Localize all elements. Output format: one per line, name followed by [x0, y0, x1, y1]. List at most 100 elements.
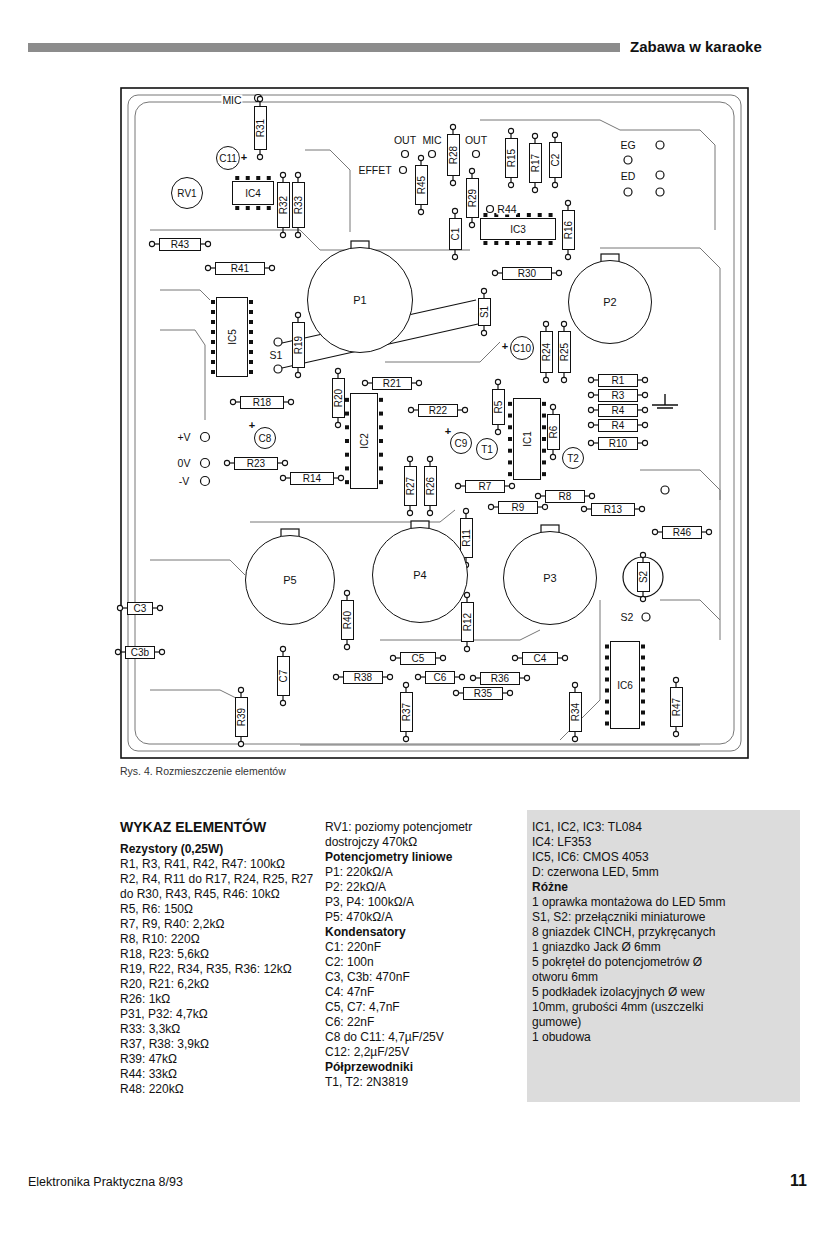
pad	[429, 151, 436, 158]
pad	[640, 552, 645, 557]
label-wrap: R38	[354, 672, 372, 683]
ic-pin	[379, 425, 383, 429]
component-label: R16	[563, 221, 574, 239]
pad	[639, 506, 644, 511]
label-wrap: P5	[283, 574, 296, 586]
pad	[589, 493, 594, 498]
component-label: R24	[541, 343, 552, 361]
component-label: R22	[429, 405, 447, 416]
parts-item: D: czerwona LED, 5mm	[532, 865, 737, 880]
ic-pin	[605, 645, 609, 649]
pad	[673, 677, 678, 682]
component-label: IC3	[510, 224, 526, 235]
component-label: R20	[333, 389, 344, 407]
pad	[440, 655, 445, 660]
ic-pin	[516, 241, 520, 245]
board-label: R44	[496, 204, 517, 215]
pad	[416, 380, 421, 385]
ic-pin	[249, 340, 253, 344]
component-label: R47	[671, 698, 682, 716]
pad	[427, 510, 432, 515]
pad	[661, 486, 669, 494]
label-wrap: R8	[559, 491, 572, 502]
board-label: OUT	[393, 135, 417, 146]
pad	[565, 254, 570, 259]
parts-item: R44: 33kΩ	[120, 1067, 315, 1082]
trace	[385, 342, 500, 362]
pad	[344, 644, 349, 649]
pad	[408, 407, 413, 412]
switch-ring	[623, 557, 663, 597]
pad	[403, 682, 408, 687]
component-label: C9	[455, 438, 468, 449]
component-label: R5	[493, 401, 504, 414]
pad	[512, 655, 517, 660]
label-wrap: S2	[638, 571, 649, 583]
component-box: R4	[598, 419, 638, 432]
pad	[656, 141, 664, 149]
parts-item: R33: 3,3kΩ	[120, 1022, 315, 1037]
component-circle: T1	[476, 438, 498, 460]
pad	[280, 646, 285, 651]
pad	[390, 655, 395, 660]
label-wrap: C10	[513, 343, 531, 354]
component-box: C5	[400, 652, 436, 665]
footer-journal: Elektronika Praktyczna 8/93	[28, 1175, 183, 1189]
component-label: R18	[253, 397, 271, 408]
ic-pin	[641, 656, 645, 660]
component-label: R29	[467, 189, 478, 207]
parts-item: 5 pokręteł do potencjometrów Ø otworu 6m…	[532, 955, 737, 985]
figure-caption: Rys. 4. Rozmieszczenie elementów	[120, 765, 286, 777]
component-box: S2	[637, 562, 650, 592]
pad	[269, 265, 274, 270]
parts-item: R48: 220kΩ	[120, 1082, 315, 1097]
ic-pin	[211, 310, 215, 314]
ic-pin	[542, 414, 546, 418]
ic-pin	[256, 206, 260, 210]
pad	[455, 483, 460, 488]
component-label: C3	[134, 603, 147, 614]
label-wrap: R35	[474, 688, 492, 699]
component-label: R34	[570, 703, 581, 721]
ic-pin	[542, 437, 546, 441]
component-box: R1	[598, 374, 638, 387]
label-wrap: C4	[534, 653, 547, 664]
component-box: S1	[478, 298, 491, 326]
component-label: R31	[255, 119, 266, 137]
label-wrap: R36	[491, 673, 509, 684]
parts-item: R5, R6: 150Ω	[120, 902, 315, 917]
pad	[280, 232, 285, 237]
running-title: Zabawa w karaoke	[630, 38, 762, 55]
ic-pin	[508, 414, 512, 418]
trace	[160, 290, 210, 300]
pad	[159, 649, 164, 654]
label-wrap: C8	[259, 433, 272, 444]
component-box: R35	[463, 687, 503, 700]
board-label: EFFET	[357, 165, 392, 176]
label-wrap: IC1	[522, 431, 533, 447]
ic-pin	[249, 330, 253, 334]
ic-pin	[345, 412, 349, 416]
pad	[642, 377, 647, 382]
component-label: RV1	[177, 188, 196, 199]
pad	[642, 613, 650, 621]
label-wrap: C3b	[131, 647, 149, 658]
pad	[550, 404, 555, 409]
component-box: R34	[569, 692, 582, 732]
pad	[280, 172, 285, 177]
component-box: R21	[372, 377, 412, 390]
parts-item: R7, R9, R40: 2,2kΩ	[120, 917, 315, 932]
component-label: R37	[401, 703, 412, 721]
component-label: C2	[550, 154, 561, 167]
component-box: R20	[332, 378, 345, 418]
parts-item: C3, C3b: 470nF	[325, 970, 520, 985]
pad	[656, 171, 664, 179]
pad	[624, 156, 632, 164]
board-label: 0V	[177, 458, 192, 469]
component-label: R7	[479, 481, 492, 492]
pad	[280, 475, 285, 480]
component-label: R11	[461, 529, 472, 547]
pad	[257, 154, 262, 159]
ic-pin	[494, 241, 498, 245]
